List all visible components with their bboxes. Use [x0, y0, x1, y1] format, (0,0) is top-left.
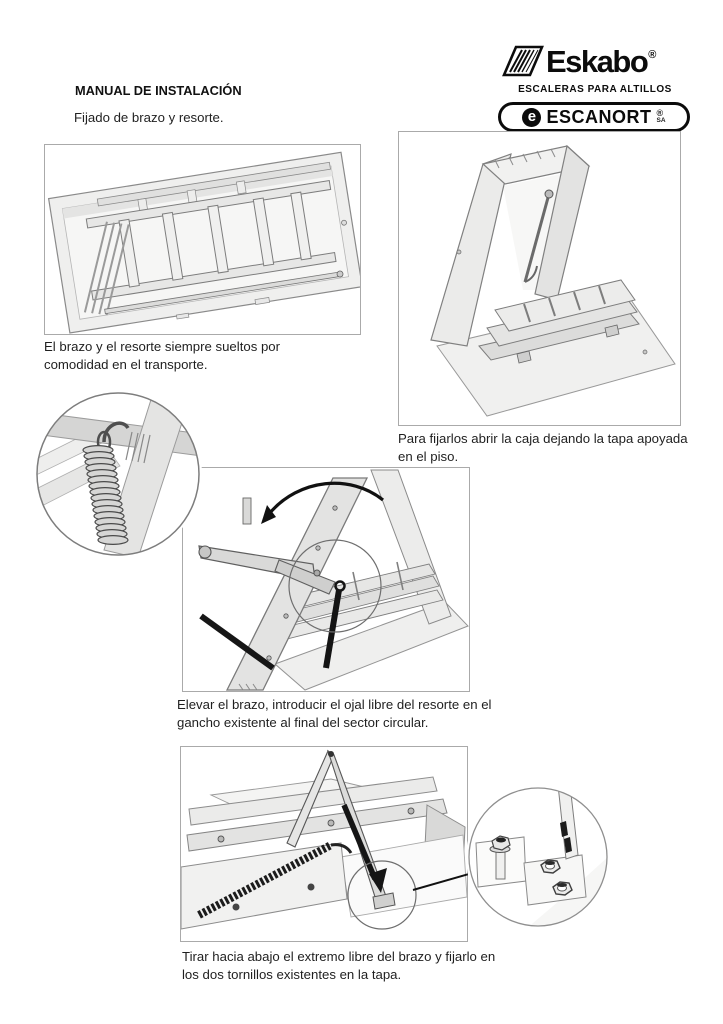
- figure-caption-4: Tirar hacia abajo el extremo libre del b…: [182, 949, 496, 982]
- registered-mark-icon: ®: [648, 48, 657, 61]
- eskabo-flag-icon: [502, 45, 544, 77]
- bracket-foot: [604, 324, 620, 338]
- folded-stack-left: [83, 221, 130, 316]
- escanort-badge: e ESCANORT ® SA: [498, 102, 690, 132]
- spring-detail-drawing: [36, 392, 200, 556]
- screw-icon: [642, 349, 648, 355]
- inset-border-circle: [36, 392, 200, 556]
- bolt-shaft: [495, 848, 506, 880]
- brand-name: Eskabo®: [546, 43, 657, 79]
- ladder-packed-drawing: [47, 151, 360, 334]
- figure-spring-hook: [182, 467, 470, 692]
- arm-pad: [560, 821, 568, 837]
- sector-circular: [524, 265, 538, 283]
- front-panel: [181, 842, 348, 930]
- bracket-foot: [516, 350, 532, 364]
- hinge-bracket: [242, 497, 252, 525]
- rotation-arrowhead: [261, 505, 276, 524]
- registered-mark-icon: ®: [656, 108, 664, 119]
- figure-arm-bolts: [180, 746, 468, 942]
- frame-left-rail: [430, 153, 512, 347]
- bolt-plate-right: [523, 854, 587, 906]
- highlight-circle: [347, 860, 417, 930]
- folded-rail-back: [96, 161, 331, 207]
- escanort-e-icon: e: [522, 107, 542, 127]
- folded-ladder-stack: [478, 279, 640, 361]
- figure-ladder-packed: [44, 144, 361, 335]
- screw-icon: [341, 219, 347, 226]
- box-near-rail: [225, 477, 369, 691]
- brand-tagline: ESCALERAS PARA ALTILLOS: [518, 84, 672, 95]
- highlight-circle: [288, 539, 382, 633]
- screw-icon: [456, 249, 462, 255]
- escanort-name: ESCANORT: [546, 107, 652, 127]
- spring-coil: [323, 589, 342, 669]
- figure-box-open: [398, 131, 681, 426]
- hook: [102, 421, 130, 443]
- bolt-bracket: [372, 892, 396, 910]
- figure-caption-2: Para fijarlos abrir la caja dejando la t…: [398, 431, 688, 464]
- spring-coil-stored: [199, 613, 275, 671]
- raise-arm-drawing: [198, 469, 469, 691]
- arm-pivot: [198, 545, 212, 559]
- spring-coil: [82, 444, 129, 546]
- pull-arm-drawing: [181, 749, 467, 930]
- ladder-rail-bottom: [91, 251, 337, 301]
- screw-icon: [307, 883, 315, 891]
- brand-logo: Eskabo®: [498, 42, 656, 80]
- page-title: MANUAL DE INSTALACIÓN: [75, 83, 242, 98]
- down-arrowhead: [369, 868, 387, 893]
- spring-wire-end: [330, 843, 353, 854]
- hex-nut: [540, 859, 561, 874]
- box-open-drawing: [430, 144, 676, 417]
- figure-caption-3: Elevar el brazo, introducir el ojal libr…: [177, 697, 492, 730]
- ladder-rungs: [118, 191, 312, 288]
- inset-bolts-detail: [466, 785, 610, 929]
- down-arrow-icon: [341, 803, 378, 881]
- inset-border-circle: [468, 787, 608, 927]
- arm-pad: [564, 837, 572, 853]
- rotation-arrow-icon: [267, 481, 385, 516]
- escanort-suffix: ® SA: [656, 108, 666, 125]
- screw-icon: [232, 903, 240, 911]
- hex-nut: [552, 881, 573, 896]
- lid-base: [274, 601, 469, 691]
- ladder-slats: [280, 561, 444, 640]
- rail-screws: [266, 505, 338, 661]
- rail-screws: [217, 807, 415, 843]
- figure-caption-1: El brazo y el resorte siempre sueltos po…: [44, 339, 281, 372]
- page-subtitle: Fijado de brazo y resorte.: [74, 110, 224, 125]
- bolts-detail-drawing: [468, 787, 608, 927]
- lid-strut-rod: [523, 193, 551, 283]
- box-mid-rail: [186, 798, 448, 852]
- inset-spring-detail: [34, 390, 202, 558]
- arm-apex-pivot: [328, 751, 334, 757]
